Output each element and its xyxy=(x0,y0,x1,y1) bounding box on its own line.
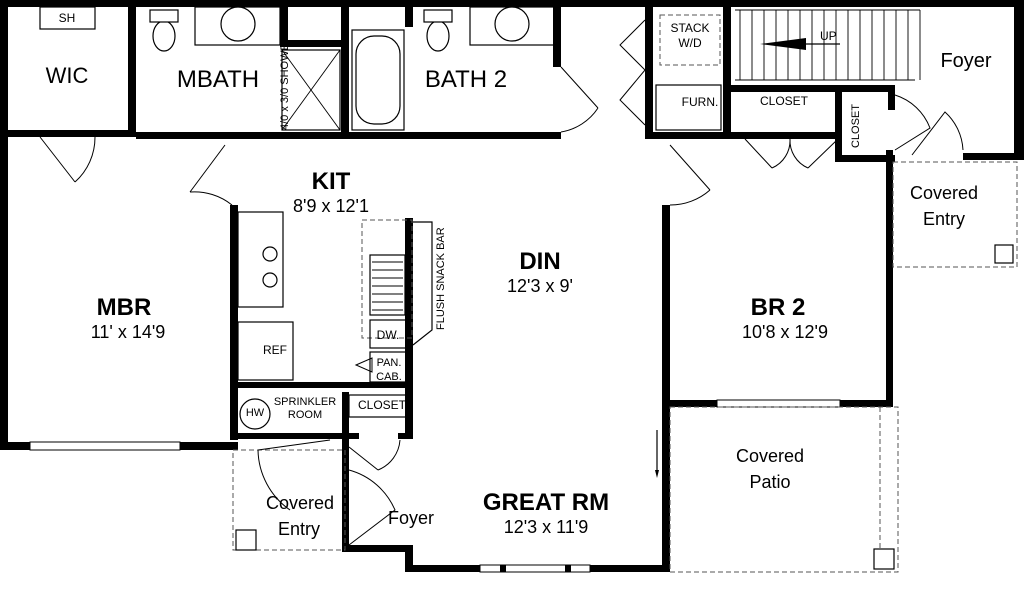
doors xyxy=(39,19,964,546)
covered-patio-line2: Patio xyxy=(749,472,791,492)
hw-label: HW xyxy=(245,407,265,419)
din-label: DIN xyxy=(519,248,561,275)
pan-cab-line1: PAN. xyxy=(376,357,402,369)
sprinkler-line1: SPRINKLER xyxy=(273,396,337,408)
great-rm-label: GREAT RM xyxy=(482,489,610,516)
walls xyxy=(0,0,1024,572)
covered-entry-left-line1: Covered xyxy=(265,493,335,513)
fixtures xyxy=(149,6,530,430)
foyer-bottom-label: Foyer xyxy=(387,508,435,528)
closet-vertical-label: CLOSET xyxy=(850,103,862,148)
dw-label: DW. xyxy=(376,328,400,342)
pan-cab-line2: CAB. xyxy=(376,371,402,383)
bath2-label: BATH 2 xyxy=(424,66,508,93)
sprinkler-line2: ROOM xyxy=(287,409,323,421)
details xyxy=(29,6,1018,573)
wd-label: W/D xyxy=(678,36,702,50)
sink-bath2 xyxy=(494,6,530,42)
kit-label: KIT xyxy=(311,168,351,195)
br2-label: BR 2 xyxy=(750,294,806,321)
furn-label: FURN. xyxy=(681,95,719,109)
covered-patio-line1: Covered xyxy=(735,446,805,466)
stack-label: STACK xyxy=(670,21,710,35)
sink-mbath xyxy=(220,6,256,42)
wic-label: WIC xyxy=(45,63,89,88)
br2-dimensions: 10'8 x 12'9 xyxy=(742,322,828,342)
closet-lower-label: CLOSET xyxy=(357,398,407,412)
ref-label: REF xyxy=(263,343,287,357)
foyer-top-label: Foyer xyxy=(940,50,992,72)
covered-entry-right-line2: Entry xyxy=(922,209,966,229)
mbr-dimensions: 11' x 14'9 xyxy=(90,322,166,342)
covered-entry-right-line1: Covered xyxy=(909,183,979,203)
great-rm-dimensions: 12'3 x 11'9 xyxy=(503,517,589,537)
up-label: UP xyxy=(820,29,837,43)
flush-snack-bar-label: FLUSH SNACK BAR xyxy=(435,227,447,330)
closet-upper-label: CLOSET xyxy=(759,94,809,108)
water-heater xyxy=(239,398,271,430)
mbr-label: MBR xyxy=(96,294,152,321)
mbath-label: MBATH xyxy=(176,66,260,93)
covered-entry-left-line2: Entry xyxy=(277,519,321,539)
toilet-mbath xyxy=(152,20,176,52)
din-dimensions: 12'3 x 9' xyxy=(507,276,573,296)
kit-dimensions: 8'9 x 12'1 xyxy=(293,196,369,216)
shower-label: 4/0 x 3/0 SHOWER xyxy=(279,35,291,130)
toilet-bath2 xyxy=(426,20,450,52)
sh-label: SH xyxy=(58,11,76,25)
